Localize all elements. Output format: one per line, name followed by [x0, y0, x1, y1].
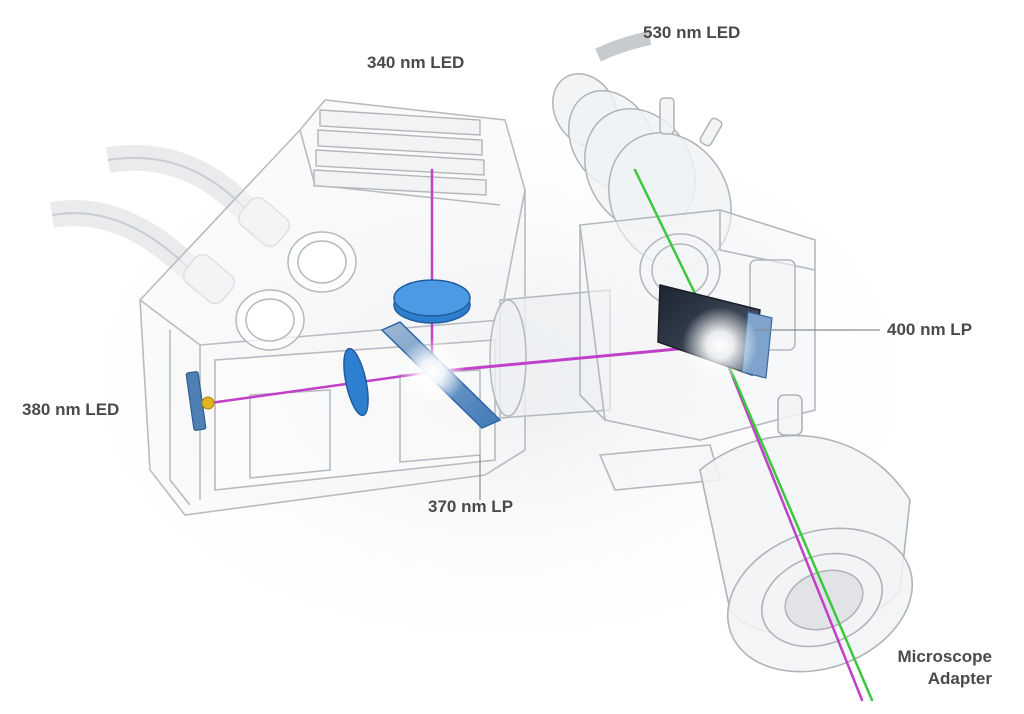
- label-400-nm-lp: 400 nm LP: [887, 320, 973, 339]
- led-380-emitter: [201, 396, 215, 410]
- label-530-nm-led: 530 nm LED: [643, 23, 741, 42]
- heat-sink-fins: [313, 109, 487, 196]
- microscope-adapter-body: [699, 394, 914, 673]
- label-380-nm-led: 380 nm LED: [22, 400, 120, 419]
- label-340-nm-led: 340 nm LED: [367, 53, 465, 72]
- uv-beam-combined: [430, 343, 722, 374]
- label-microscope-line: Microscope: [897, 647, 992, 666]
- beam-glow-right: [682, 307, 758, 383]
- label-370-nm-lp: 370 nm LP: [428, 497, 514, 516]
- label-leader-lines: [479, 329, 880, 500]
- led-380-board: [185, 371, 207, 431]
- beam-glow-left: [398, 338, 466, 406]
- filter-380-disc: [343, 347, 369, 417]
- coupling-tube: [489, 289, 611, 419]
- label-microscope-adapter: Microscope Adapter: [898, 646, 992, 690]
- housing-ports: [235, 231, 357, 351]
- uv-beam-380-horizontal: [208, 370, 434, 405]
- uv-beam-to-microscope: [718, 343, 864, 702]
- green-beam-to-microscope: [718, 343, 874, 702]
- label-adapter-line: Adapter: [927, 669, 992, 688]
